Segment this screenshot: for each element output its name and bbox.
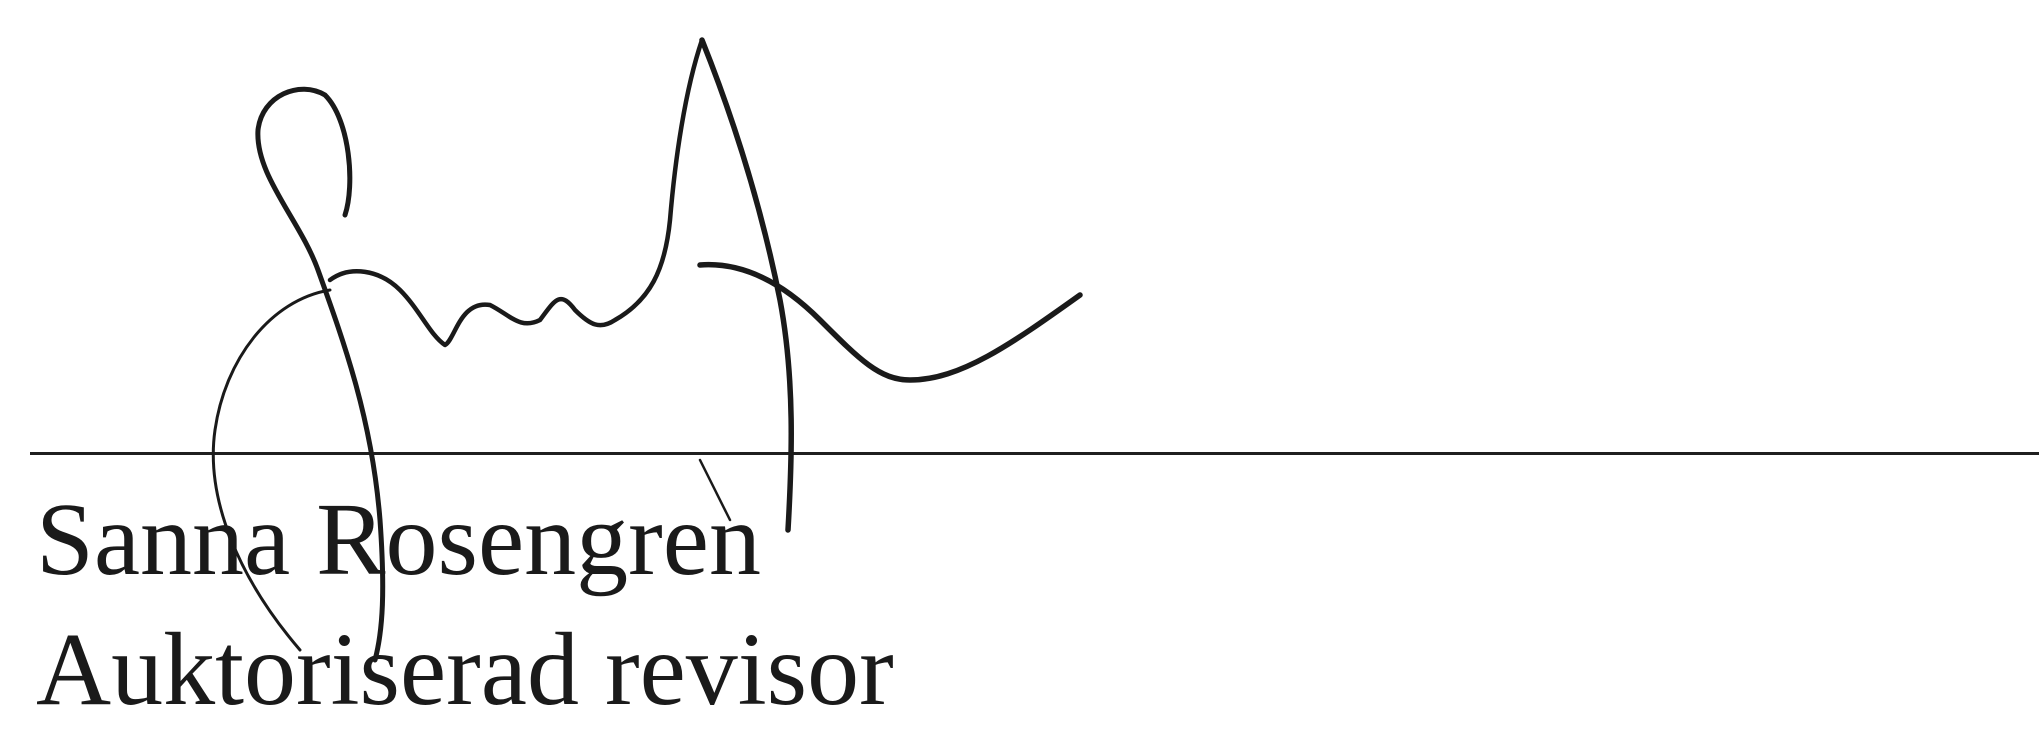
signature-line xyxy=(30,452,2039,455)
signer-name: Sanna Rosengren xyxy=(36,482,761,597)
signer-title: Auktoriserad revisor xyxy=(36,612,894,727)
